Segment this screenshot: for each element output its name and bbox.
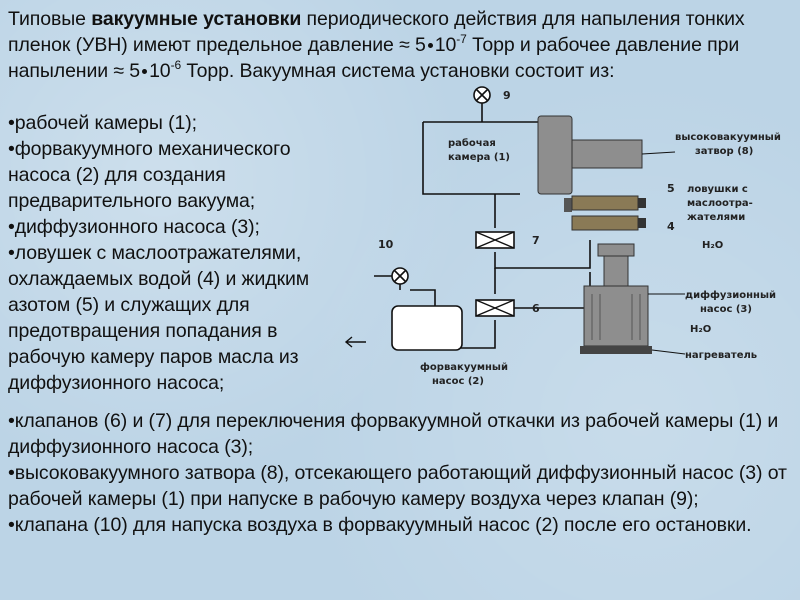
components-list-1: •рабочей камеры (1); •форвакуумного меха… bbox=[8, 110, 358, 396]
label-gate-1: высоковакуумный bbox=[675, 132, 781, 143]
intro-paragraph: Типовые вакуумные установки периодическо… bbox=[8, 6, 798, 84]
intro-text-2: периодического действия для напыления то… bbox=[8, 8, 745, 56]
intro-text-4: Торр. Вакуумная система установки состои… bbox=[181, 60, 615, 82]
pipe-chamber-left bbox=[422, 122, 520, 195]
fore-pump bbox=[391, 305, 463, 351]
valve-10-icon bbox=[391, 267, 409, 285]
label-chamber-1: рабочая bbox=[448, 137, 496, 149]
label-water-1: H₂O bbox=[702, 240, 723, 251]
label-water-2: H₂O bbox=[690, 324, 711, 335]
list-item: •диффузионного насоса (3); bbox=[8, 216, 260, 238]
label-4: 4 bbox=[667, 220, 675, 233]
label-diff-1: диффузионный bbox=[685, 289, 776, 301]
list-item: •клапана (10) для напуска воздуха в форв… bbox=[8, 514, 752, 536]
intro-bold: вакуумные установки bbox=[91, 8, 302, 30]
diffusion-pump bbox=[580, 243, 652, 354]
intro-exp-2: -6 bbox=[170, 58, 182, 72]
intro-text-3: Торр и рабочее давление при напылении ≈ … bbox=[8, 34, 740, 82]
vacuum-system-diagram: 9 рабочая камера (1) высоковакуумный зат… bbox=[344, 86, 781, 387]
label-10: 10 bbox=[378, 238, 394, 251]
label-chamber-2: камера (1) bbox=[448, 152, 510, 163]
pipe-valve-6-down bbox=[460, 320, 496, 349]
label-heater: нагреватель bbox=[685, 350, 757, 361]
label-6: 6 bbox=[532, 302, 540, 315]
traps bbox=[571, 195, 646, 231]
pipe-forepump-top bbox=[410, 289, 436, 306]
list-item: •высоковакуумного затвора (8), отсекающе… bbox=[8, 462, 787, 510]
label-traps-2: маслоотра- bbox=[687, 198, 753, 209]
label-7: 7 bbox=[532, 234, 540, 247]
arrow-icon bbox=[344, 336, 366, 348]
valve-9-icon bbox=[473, 86, 491, 104]
valve-7-icon bbox=[475, 231, 515, 249]
label-9: 9 bbox=[503, 89, 511, 102]
pipe-valve-6-right bbox=[510, 272, 591, 309]
label-gate-2: затвор (8) bbox=[695, 146, 753, 157]
list-item: •ловушек с маслоотражателями, охлаждаемы… bbox=[8, 242, 310, 394]
working-chamber bbox=[537, 115, 643, 212]
list-item: •форвакуумного механического насоса (2) … bbox=[8, 138, 291, 212]
multiply-dot-icon bbox=[427, 43, 433, 48]
label-traps-1: ловушки с bbox=[687, 184, 748, 195]
intro-base-2: 10 bbox=[149, 60, 171, 82]
label-fore-1: форвакуумный bbox=[420, 361, 508, 373]
intro-text-1: Типовые bbox=[8, 8, 92, 30]
gate-pointer bbox=[641, 151, 676, 155]
intro-exp-1: -7 bbox=[456, 32, 467, 46]
label-fore-2: насос (2) bbox=[432, 376, 484, 387]
components-list-2: •клапанов (6) и (7) для переключения фор… bbox=[8, 408, 798, 538]
pipe-valve7-to-right bbox=[494, 240, 591, 269]
label-5: 5 bbox=[667, 182, 675, 195]
intro-base-1: 10 bbox=[434, 34, 457, 56]
heater-pointer bbox=[651, 349, 686, 355]
valve-6-icon bbox=[475, 299, 515, 317]
list-item: •клапанов (6) и (7) для переключения фор… bbox=[8, 410, 779, 458]
label-traps-3: жателями bbox=[687, 212, 745, 223]
label-diff-2: насос (3) bbox=[700, 304, 752, 315]
list-item: •рабочей камеры (1); bbox=[8, 112, 198, 134]
multiply-dot-icon bbox=[142, 69, 148, 74]
